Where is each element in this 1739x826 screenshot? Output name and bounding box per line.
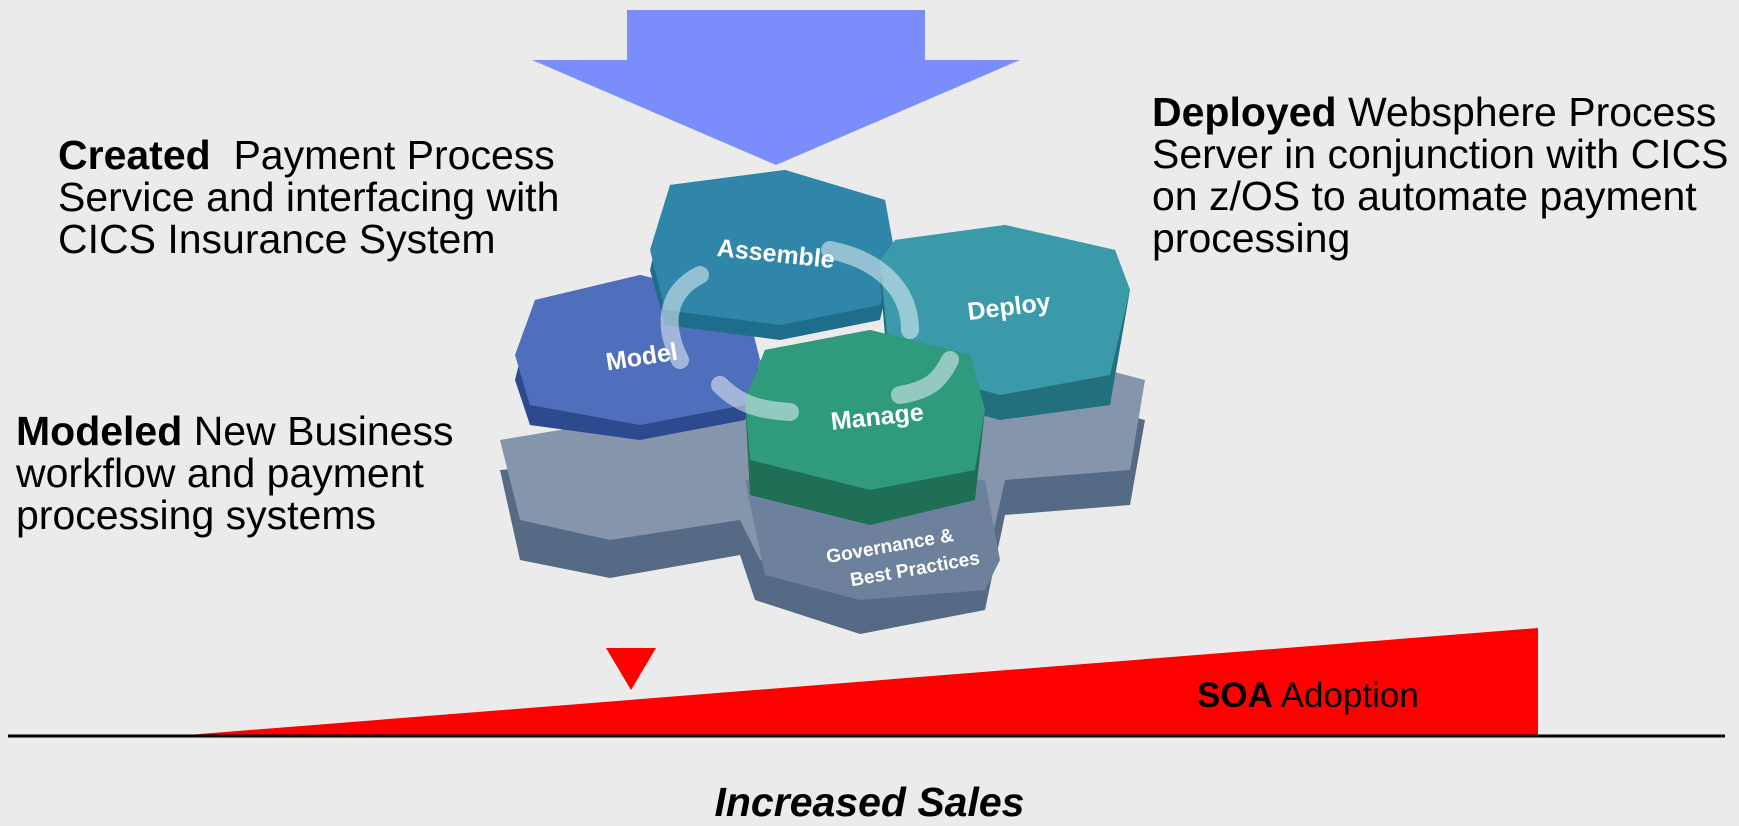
soa-label-text: Adoption: [1272, 676, 1419, 715]
modeled-caption-bold: Modeled: [16, 408, 183, 454]
deployed-caption: Deployed Websphere Process Server in con…: [1152, 91, 1737, 259]
increased-sales-label: Increased Sales: [714, 779, 1025, 825]
created-caption: Created Payment Process Service and inte…: [58, 134, 618, 260]
down-arrow: [532, 10, 1020, 165]
created-caption-bold: Created: [58, 132, 211, 178]
deployed-caption-bold: Deployed: [1152, 89, 1337, 135]
cycle-arrows: [660, 241, 959, 421]
soa-adoption-label: SOA Adoption: [1197, 676, 1419, 716]
deployed-caption-text: Websphere Process Server in conjunction …: [1152, 89, 1729, 261]
soa-label-bold: SOA: [1197, 676, 1273, 715]
modeled-caption: Modeled New Business workflow and paymen…: [16, 410, 506, 536]
assemble-hex: [650, 170, 895, 340]
marker-triangle: [606, 648, 656, 690]
created-caption-text: Payment Process Service and interfacing …: [58, 132, 571, 262]
soa-adoption-wedge: [175, 628, 1538, 736]
modeled-caption-text: New Business workflow and payment proces…: [16, 408, 454, 538]
